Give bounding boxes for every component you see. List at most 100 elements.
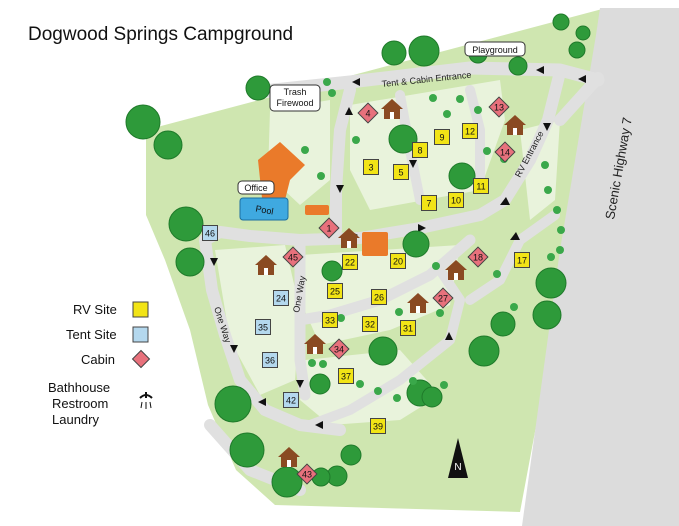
tree-24 (271, 466, 303, 498)
shrub-28 (308, 359, 316, 367)
site-46-marker (202, 225, 218, 241)
site-42-number: 42 (286, 396, 296, 406)
tree-10 (552, 13, 570, 31)
shrub-4 (456, 95, 464, 103)
legend-rv-swatch (132, 301, 149, 318)
tree-29 (421, 386, 443, 408)
site-45: 45 (282, 246, 304, 268)
shrub-7 (301, 146, 309, 154)
north-label: N (454, 462, 461, 473)
site-12: 12 (462, 123, 478, 139)
site-33: 33 (322, 312, 338, 328)
site-20-marker (390, 253, 406, 269)
site-11-marker (473, 178, 489, 194)
office-sign (237, 180, 275, 195)
site-36: 36 (262, 352, 278, 368)
site-26-marker (371, 289, 387, 305)
site-27-number: 27 (438, 294, 448, 304)
highway-road (522, 8, 679, 526)
site-31-marker (400, 320, 416, 336)
site-33-number: 33 (325, 316, 335, 326)
site-11: 11 (473, 178, 489, 194)
site-4-marker (357, 102, 379, 124)
site-26-number: 26 (374, 293, 384, 303)
site-27-marker (432, 287, 454, 309)
playground-sign (464, 41, 526, 57)
tree-15 (388, 124, 418, 154)
site-8-marker (412, 142, 428, 158)
site-31: 31 (400, 320, 416, 336)
shrub-20 (436, 309, 444, 317)
north-arrow-icon (448, 438, 468, 478)
site-32-marker (362, 316, 378, 332)
site-12-marker (462, 123, 478, 139)
legend-cabin-label: Cabin (81, 352, 115, 367)
site-31-number: 31 (403, 324, 413, 334)
bathhouse-building (362, 232, 388, 256)
site-7-marker (421, 195, 437, 211)
shrubs (301, 78, 565, 402)
shrub-17 (547, 253, 555, 261)
legend-tent-swatch (132, 326, 149, 343)
site-32-number: 32 (365, 320, 375, 330)
tree-4 (175, 247, 205, 277)
site-10: 10 (448, 192, 464, 208)
site-9-marker (434, 129, 450, 145)
tree-20 (490, 311, 516, 337)
tree-27 (311, 467, 331, 487)
site-27: 27 (432, 287, 454, 309)
tree-22 (214, 385, 252, 423)
site-39-number: 39 (373, 422, 383, 432)
site-8-number: 8 (417, 146, 422, 156)
site-10-number: 10 (451, 196, 461, 206)
site-4-number: 4 (365, 109, 370, 119)
cabin-icons (255, 99, 526, 467)
site-3-marker (363, 159, 379, 175)
legend-rv-label: RV Site (73, 302, 117, 317)
tree-1 (125, 104, 161, 140)
cabin-building-icon (445, 260, 467, 280)
shrub-10 (317, 172, 325, 180)
site-14: 14 (494, 141, 516, 163)
legend-cabin-swatch (131, 349, 151, 369)
trash-label: Trash (284, 87, 307, 97)
site-1: 1 (318, 217, 340, 239)
site-22-number: 22 (345, 258, 355, 268)
site-3-number: 3 (368, 163, 373, 173)
tree-2 (153, 130, 183, 160)
tree-19 (468, 335, 500, 367)
site-39-marker (370, 418, 386, 434)
site-1-marker (318, 217, 340, 239)
shrub-23 (356, 380, 364, 388)
tree-5 (245, 75, 271, 101)
site-5: 5 (393, 164, 409, 180)
site-42: 42 (283, 392, 299, 408)
site-17-number: 17 (517, 256, 527, 266)
tree-18 (368, 336, 398, 366)
tree-11 (568, 41, 586, 59)
site-25: 25 (327, 283, 343, 299)
site-42-marker (283, 392, 299, 408)
map-title: Dogwood Springs Campground (28, 24, 293, 45)
pool (239, 197, 289, 221)
site-9: 9 (434, 129, 450, 145)
site-18-number: 18 (473, 253, 483, 263)
site-43: 43 (296, 463, 318, 485)
site-39: 39 (370, 418, 386, 434)
site-43-number: 43 (302, 470, 312, 480)
site-45-number: 45 (288, 253, 298, 263)
site-14-number: 14 (500, 148, 510, 158)
tree-12 (575, 25, 591, 41)
site-26: 26 (371, 289, 387, 305)
site-35-number: 35 (258, 323, 268, 333)
shrub-26 (374, 387, 382, 395)
cabin-building-icon (278, 447, 300, 467)
site-12-number: 12 (465, 127, 475, 137)
tree-23 (229, 432, 265, 468)
site-7-number: 7 (426, 199, 431, 209)
tree-17 (402, 230, 430, 258)
cabin-building-icon (504, 115, 526, 135)
site-46-number: 46 (205, 229, 215, 239)
site-46: 46 (202, 225, 218, 241)
